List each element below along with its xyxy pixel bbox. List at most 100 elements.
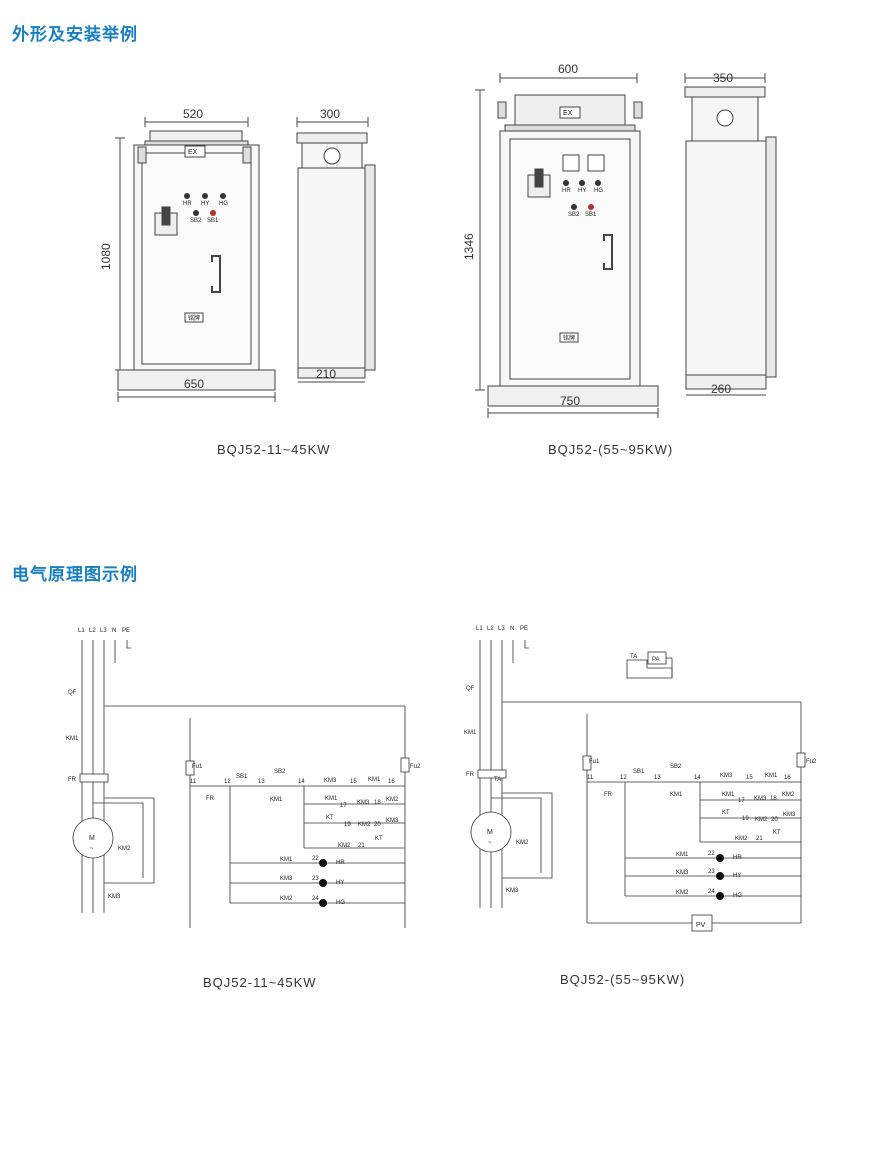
phase-label: PE	[122, 628, 130, 634]
phase-label: L2	[487, 626, 494, 632]
lamp-hy: HY	[336, 880, 344, 886]
schematics: L1 L2 L3 N PE QF KM1 FR M ~ KM2 KM3 Fu1 …	[66, 626, 817, 932]
km2-label: KM2	[516, 840, 529, 846]
phase-label: PE	[520, 626, 528, 632]
node: 15	[746, 775, 753, 781]
kt-contact: KT	[326, 815, 334, 821]
node: 11	[587, 775, 594, 781]
motor-sym: ~	[90, 846, 94, 852]
dim-b-height: 1346	[462, 233, 476, 260]
phase-label: L1	[78, 628, 85, 634]
node: 11	[190, 779, 197, 785]
km3-contact: KM3	[280, 876, 293, 882]
section-title-outline: 外形及安装举例	[12, 25, 138, 45]
node: 23	[708, 869, 715, 875]
dim-a-side-width: 300	[320, 107, 340, 121]
km1-contact: KM1	[670, 792, 683, 798]
node: 20	[374, 822, 381, 828]
motor-label: M	[89, 835, 95, 842]
km2-coil: KM2	[386, 797, 399, 803]
km1-contact: KM1	[270, 797, 283, 803]
km3-contact: KM3	[357, 800, 370, 806]
sb1-label: SB1	[236, 774, 248, 780]
km2-contact: KM2	[358, 822, 371, 828]
node: 17	[738, 798, 745, 804]
km2-contact: KM2	[735, 836, 748, 842]
node: 23	[312, 876, 319, 882]
section-title-schematic: 电气原理图示例	[12, 565, 138, 585]
cabinet-a-front	[115, 117, 276, 402]
node: 16	[388, 779, 395, 785]
node: 21	[756, 836, 763, 842]
fr-label: FR	[466, 772, 475, 778]
ind-label: HR	[183, 201, 192, 207]
ind-label: HY	[578, 188, 586, 194]
nameplate-tag-b: 铭牌	[563, 334, 575, 342]
node: 17	[340, 803, 347, 809]
phase-label: L3	[100, 628, 107, 634]
ex-mark-b: EX	[563, 110, 573, 117]
km2-contact: KM2	[676, 890, 689, 896]
sb2-label: SB2	[670, 764, 682, 770]
lamp-hg: HG	[336, 900, 345, 906]
km3-coil: KM3	[386, 818, 399, 824]
dim-a-side-base: 210	[316, 367, 336, 381]
fu1-label: Fu1	[192, 764, 203, 770]
node: 13	[654, 775, 661, 781]
fu2-label: Fu2	[806, 759, 817, 765]
node: 21	[358, 843, 365, 849]
lamp-hy: HY	[733, 873, 741, 879]
km1-contact: KM1	[676, 852, 689, 858]
ex-mark-a: EX	[188, 149, 198, 156]
node: 18	[374, 800, 381, 806]
dim-a-base-width: 650	[184, 377, 204, 391]
outline-drawings: 520 300 1080 650 210 600 350 1346 750 26…	[99, 62, 777, 418]
node: 22	[708, 851, 715, 857]
fr-contact: FR	[604, 792, 613, 798]
ta-meter: TA	[630, 654, 637, 660]
schematic-a	[72, 640, 410, 928]
qf-label: QF	[466, 686, 475, 692]
pv-meter: PV	[696, 922, 706, 929]
node: 20	[771, 817, 778, 823]
qf-label: QF	[68, 690, 77, 696]
node: 24	[708, 889, 715, 895]
km1-contact: KM1	[325, 796, 338, 802]
ind-label: HG	[594, 188, 603, 194]
km1-label: KM1	[464, 730, 477, 736]
km1-contact: KM1	[722, 792, 735, 798]
sb1-label: SB1	[633, 769, 645, 775]
node: 24	[312, 896, 319, 902]
phase-label: N	[112, 628, 116, 634]
dim-b-front-width: 600	[558, 62, 578, 76]
dim-a-front-width: 520	[183, 107, 203, 121]
km1-coil: KM1	[765, 773, 778, 779]
caption-schematic-b: BQJ52-(55~95KW)	[560, 972, 686, 987]
node: 13	[258, 779, 265, 785]
fr-label: FR	[68, 777, 77, 783]
kt-contact: KT	[722, 810, 730, 816]
node: 14	[298, 779, 305, 785]
node: 18	[770, 796, 777, 802]
km3-contact: KM3	[676, 870, 689, 876]
node: 19	[742, 816, 749, 822]
ind-label: HG	[219, 201, 228, 207]
node: 22	[312, 856, 319, 862]
phase-label: N	[510, 626, 514, 632]
ta-label: TA	[494, 777, 501, 783]
cabinet-b-front	[475, 73, 659, 418]
node: 15	[350, 779, 357, 785]
ind-label: SB2	[190, 218, 202, 224]
phase-label: L1	[476, 626, 483, 632]
lamp-hr: HR	[733, 855, 742, 861]
km2-label: KM2	[118, 846, 131, 852]
km3-label: KM3	[108, 894, 121, 900]
lamp-hg: HG	[733, 893, 742, 899]
ind-label: SB1	[585, 212, 597, 218]
ind-label: SB2	[568, 212, 580, 218]
km2-contact: KM2	[338, 843, 351, 849]
schematic-b	[470, 640, 806, 932]
km2-contact: KM2	[280, 896, 293, 902]
kt-coil: KT	[375, 836, 383, 842]
phase-label: L3	[498, 626, 505, 632]
